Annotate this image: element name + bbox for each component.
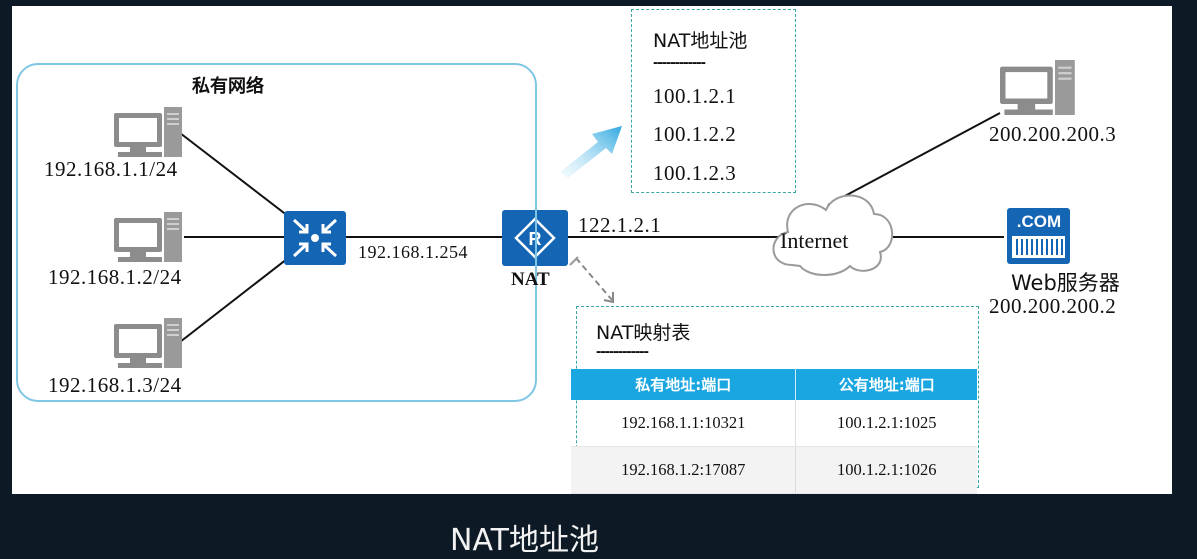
host-2-ip: 192.168.1.2/24 — [48, 265, 182, 289]
mapping-cell: 100.1.2.1:1025 — [795, 400, 977, 447]
nat-pool-title: NAT地址池 — [653, 30, 748, 52]
mapping-cell: 192.168.1.1:10321 — [571, 400, 797, 447]
router-public-ip: 122.1.2.1 — [578, 213, 662, 237]
switch-icon — [284, 211, 346, 265]
gateway-ip: 192.168.1.254 — [358, 242, 468, 262]
host-1-ip: 192.168.1.1/24 — [44, 157, 178, 181]
nat-mapping-title: NAT映射表 — [596, 322, 691, 344]
nat-pool-separator: ------------ — [653, 54, 706, 71]
mapping-header-public: 公有地址:端口 — [795, 369, 977, 400]
mapping-cell: 192.168.1.2:17087 — [571, 446, 797, 494]
slide-caption: NAT地址池 — [450, 523, 599, 558]
pool-address-1: 100.1.2.1 — [653, 84, 737, 108]
mapping-arrow-icon — [569, 256, 614, 304]
internet-label: Internet — [780, 228, 849, 253]
nat-mapping-separator: ------------ — [596, 343, 649, 360]
table-row: 192.168.1.1:10321 100.1.2.1:1025 — [571, 400, 977, 447]
table-row: 192.168.1.2:17087 100.1.2.1:1026 — [571, 446, 977, 494]
web-server-ip: 200.200.200.2 — [989, 294, 1117, 318]
nat-mapping-table: 私有地址:端口 公有地址:端口 192.168.1.1:10321 100.1.… — [571, 369, 977, 494]
pool-address-3: 100.1.2.3 — [653, 161, 737, 185]
private-network-title: 私有网络 — [192, 76, 264, 97]
remote-pc-icon — [1000, 60, 1075, 115]
internet-cloud-icon — [772, 194, 894, 276]
web-server-badge: .COM — [1016, 212, 1062, 231]
private-network-group — [16, 63, 537, 402]
pool-arrow-icon — [560, 126, 622, 178]
web-server-icon — [1007, 208, 1070, 264]
mapping-header-private: 私有地址:端口 — [571, 369, 797, 400]
remote-host-ip: 200.200.200.3 — [989, 122, 1117, 146]
web-server-label: Web服务器 — [1011, 271, 1120, 295]
pool-address-2: 100.1.2.2 — [653, 122, 737, 146]
host-3-ip: 192.168.1.3/24 — [48, 373, 182, 397]
nat-pool-box — [631, 9, 796, 193]
router-label: NAT — [511, 269, 550, 290]
mapping-cell: 100.1.2.1:1026 — [795, 446, 977, 494]
